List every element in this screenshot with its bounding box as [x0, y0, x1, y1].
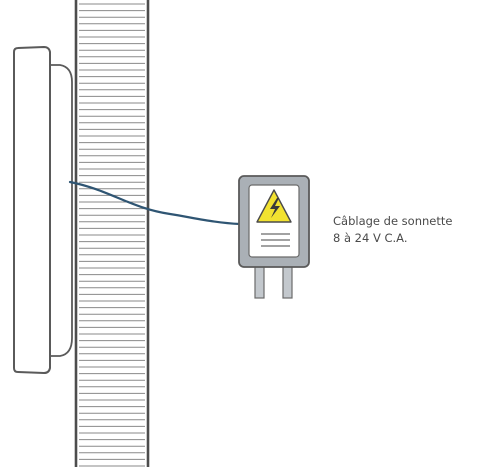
wall-section: [74, 0, 150, 467]
transformer-panel-lines: [261, 233, 290, 247]
wiring-label-line-1: Câblage de sonnette: [333, 214, 453, 228]
doorbell-device: [13, 46, 73, 374]
wiring-label-line-2: 8 à 24 V C.A.: [333, 231, 408, 245]
high-voltage-warning-icon: [256, 189, 292, 223]
wiring-label: Câblage de sonnette 8 à 24 V C.A.: [333, 213, 475, 247]
transformer-icon: [238, 175, 310, 299]
doorbell-wire: [68, 180, 242, 226]
